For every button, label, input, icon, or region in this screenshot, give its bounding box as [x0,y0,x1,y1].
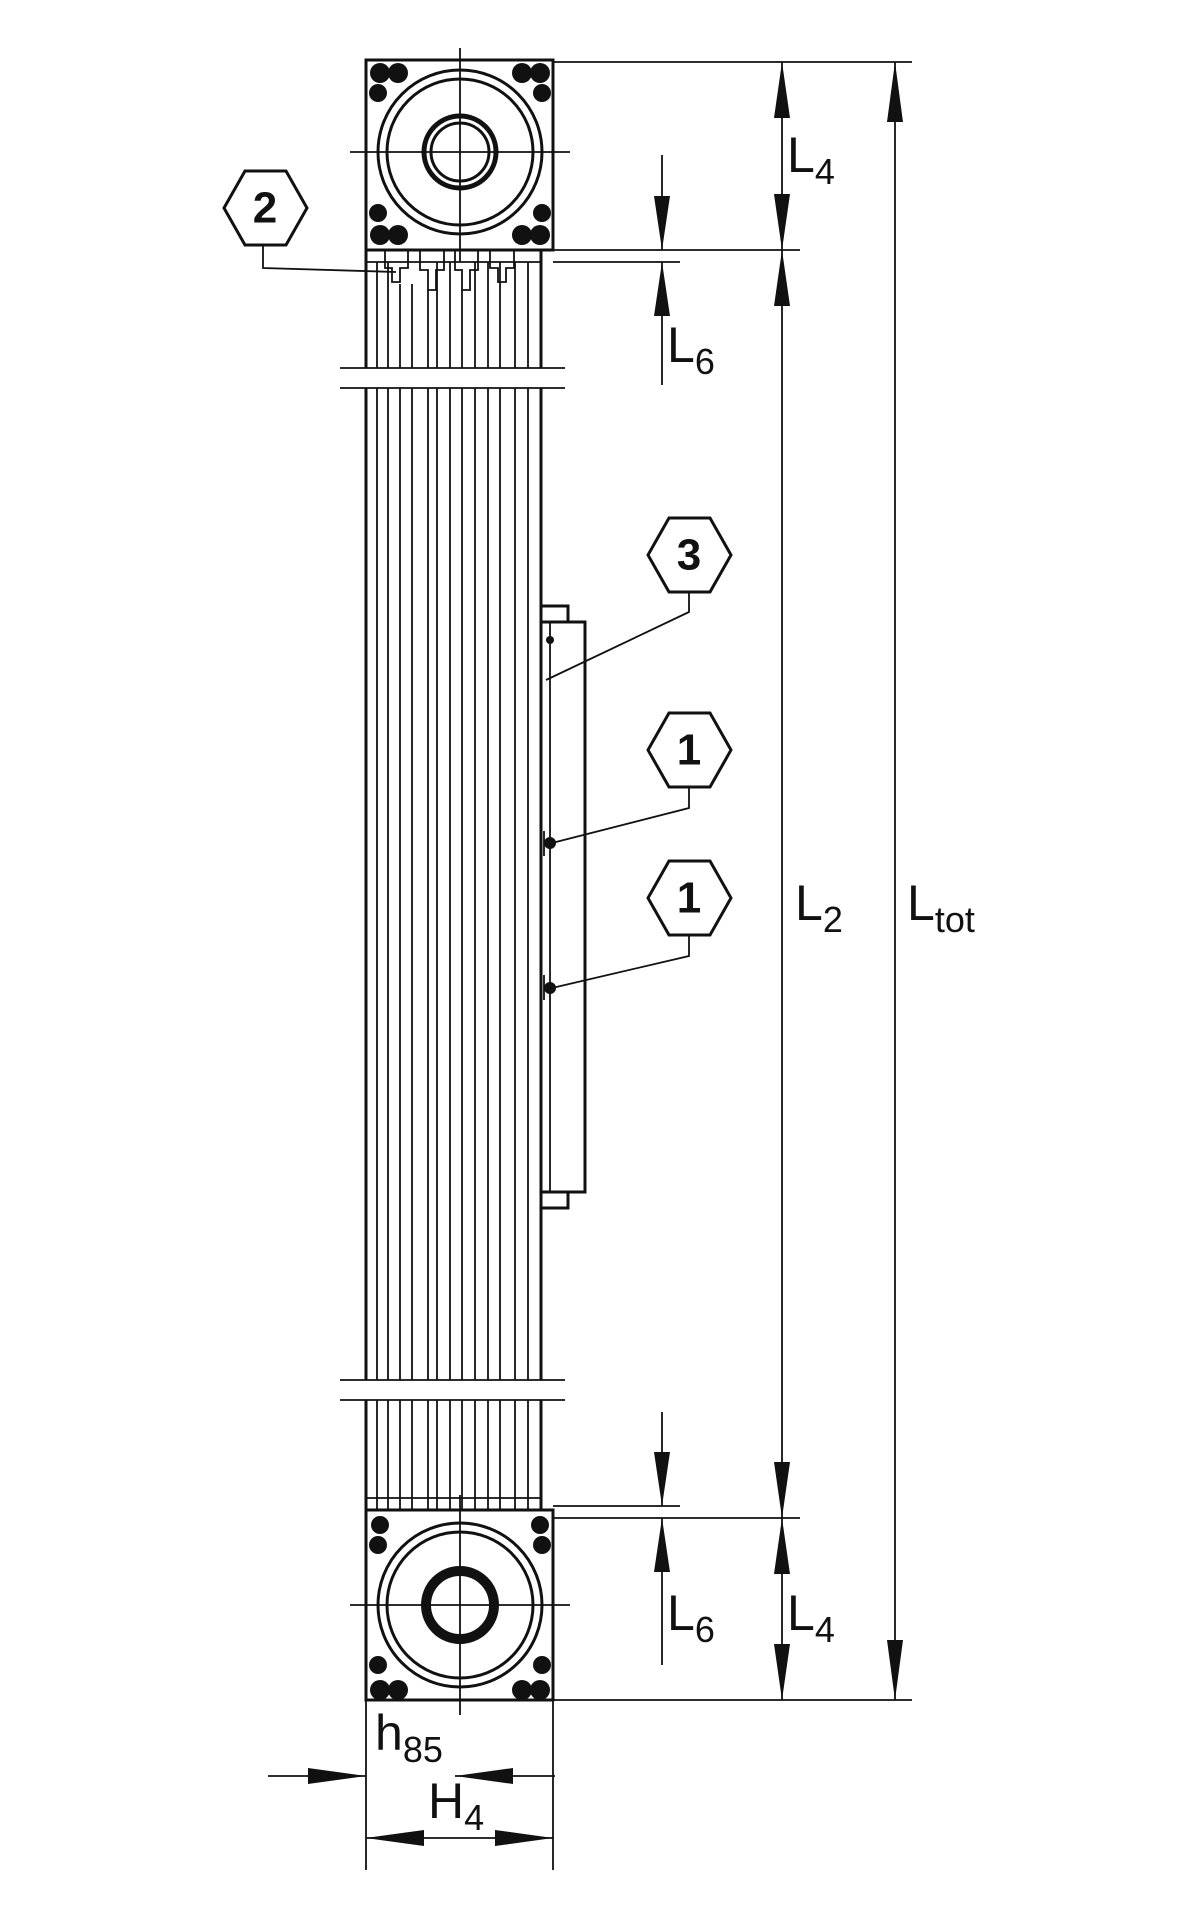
svg-text:Ltot: Ltot [907,875,975,940]
extension-lines [365,61,912,1870]
svg-text:L2: L2 [795,875,843,940]
dim-Ltot-main: L [907,875,935,931]
dim-L6-top-main: L [667,317,695,373]
dim-L2-main: L [795,875,823,931]
bottom-end-housing [350,1495,570,1715]
carriage [539,604,587,1210]
dim-H4-sub: 4 [464,1797,484,1838]
dim-h85-sub: 85 [403,1729,443,1770]
profile-body [340,250,565,1510]
dim-Ltot-sub: tot [935,899,975,940]
dim-L4-bottom-sub: 4 [815,1609,835,1650]
dim-H4: H4 [366,1773,553,1846]
dim-L2-sub: 2 [823,899,843,940]
dim-L6-bottom: L6 [654,1412,715,1665]
dim-L4-bottom-main: L [787,1585,815,1641]
callout-2: 2 [222,169,397,273]
callout-1-upper-label: 1 [677,726,701,775]
dim-L4-top-main: L [787,127,815,183]
svg-text:L4: L4 [787,127,835,192]
callout-1-lower-label: 1 [677,874,701,923]
svg-text:L6: L6 [667,1585,715,1650]
dim-L4-bottom: L4 [774,1518,835,1700]
dim-L6-bottom-main: L [667,1585,695,1641]
svg-text:H4: H4 [428,1773,484,1838]
svg-text:L4: L4 [787,1585,835,1650]
callout-2-label: 2 [253,184,277,233]
dim-L2: L2 [774,250,843,1518]
callout-3-label: 3 [677,531,701,580]
dim-Ltot: Ltot [887,62,975,1700]
top-end-housing [350,48,570,262]
callout-1-lower: 1 [551,859,733,989]
dim-H4-main: H [428,1773,464,1829]
dim-L4-top: L4 [774,62,835,250]
svg-text:L6: L6 [667,317,715,382]
dim-h85-main: h [375,1705,403,1761]
callout-3: 3 [545,516,733,681]
dim-L6-top-sub: 6 [695,341,715,382]
dim-L6-top: L6 [654,155,715,385]
dim-L4-top-sub: 4 [815,151,835,192]
dim-L6-bottom-sub: 6 [695,1609,715,1650]
svg-text:h85: h85 [375,1705,443,1770]
dim-h85: h85 [268,1705,555,1784]
callout-1-upper: 1 [551,711,733,844]
